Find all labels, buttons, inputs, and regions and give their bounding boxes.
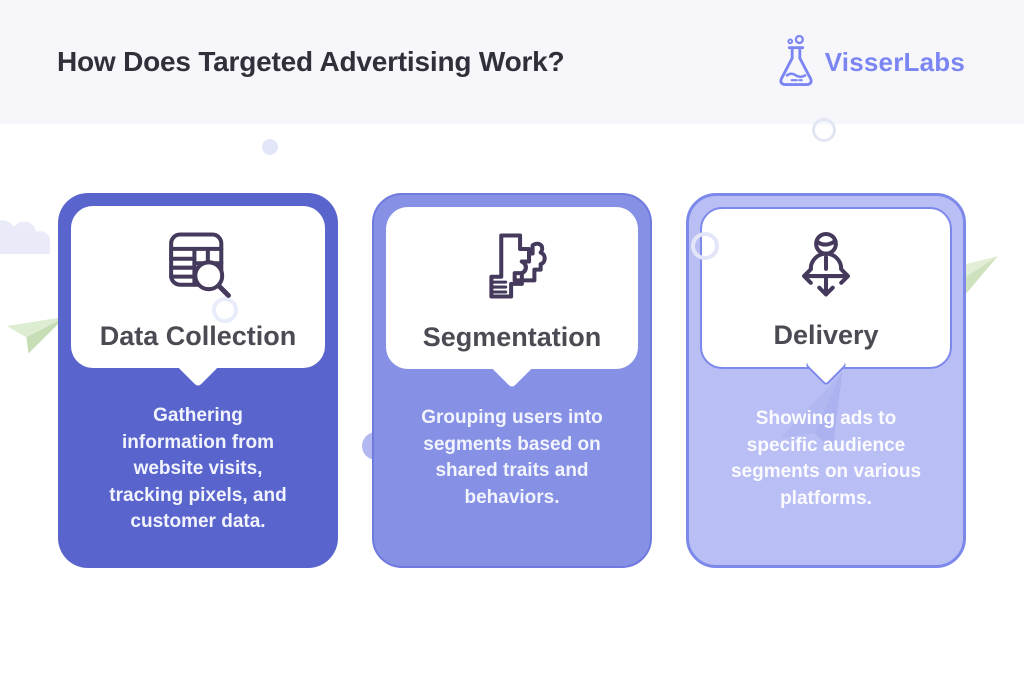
card-header-bubble: Delivery [700,207,952,387]
ring-decoration [812,118,836,142]
card-description: Showing ads to specific audience segment… [730,408,922,509]
steps-row: Data Collection Gathering information fr… [58,193,966,568]
brand-logo: VisserLabs [773,35,965,89]
header-bar: How Does Targeted Advertising Work? Viss… [0,0,1024,124]
card-description: Grouping users into segments based on sh… [421,407,603,508]
flask-icon [779,35,813,86]
puzzle-segments-icon [489,233,547,299]
brand-name: VisserLabs [824,46,965,77]
table-search-icon [169,232,231,298]
dot-decoration [262,139,278,155]
card-segmentation: Segmentation Grouping users into segment… [372,193,652,568]
ring-decoration [212,297,238,323]
card-title: Data Collection [99,321,297,351]
page-title: How Does Targeted Advertising Work? [57,46,565,77]
paper-plane-icon [780,372,843,451]
card-header-bubble: Segmentation [386,207,638,389]
ring-decoration [691,232,719,260]
person-distribution-icon [802,231,850,297]
card-header-bubble: Data Collection [71,206,325,388]
card-title: Delivery [773,320,879,350]
card-description: Gathering information from website visit… [109,405,287,532]
cloud-icon [0,220,51,254]
card-data-collection: Data Collection Gathering information fr… [58,193,338,568]
paper-plane-icon [6,316,66,354]
card-title: Segmentation [422,322,602,352]
card-delivery: Delivery Showing ads to specific audienc… [686,193,966,568]
